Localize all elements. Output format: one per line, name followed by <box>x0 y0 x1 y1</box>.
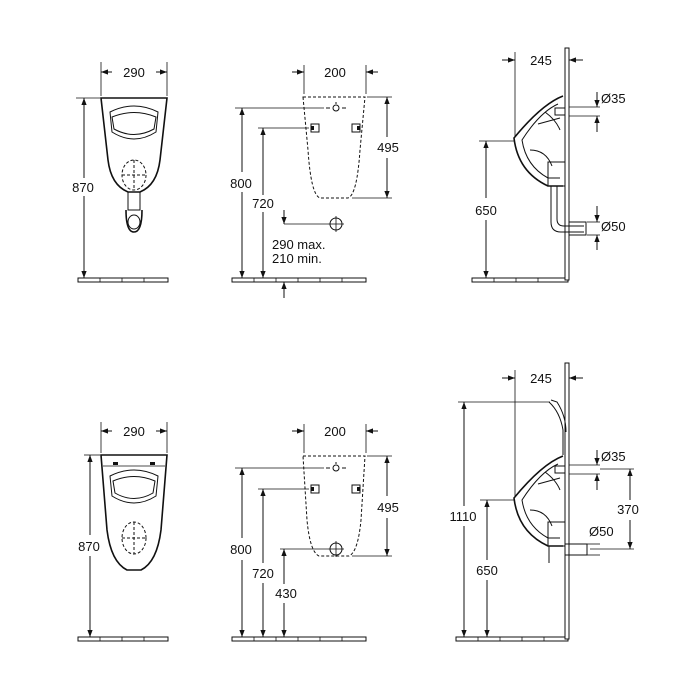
bottom-rear-view: 200 495 800 720 <box>230 424 399 642</box>
wall <box>564 47 570 281</box>
inlet-diameter-dimension: Ø35 <box>569 449 626 490</box>
rear-width-label: 200 <box>324 65 346 80</box>
floor-line <box>471 277 569 283</box>
bottom-side-view: 245 1110 650 Ø35 <box>450 362 639 642</box>
top-side-view: 245 Ø35 Ø50 650 <box>471 47 626 283</box>
mount-720-label: 720 <box>252 196 274 211</box>
front-width-dimension: 290 <box>100 422 168 453</box>
top-front-view: 290 870 <box>72 62 169 283</box>
floor-line <box>231 636 367 642</box>
urinal-front-outline <box>100 97 168 233</box>
front-width-label: 290 <box>123 65 145 80</box>
rear-height-label: 495 <box>377 500 399 515</box>
side-depth-dimension: 245 <box>502 370 583 496</box>
outlet-diameter-label: Ø50 <box>589 524 614 539</box>
rim-height-label: 650 <box>475 203 497 218</box>
top-row: 290 870 <box>72 47 626 298</box>
floor-line <box>231 277 367 283</box>
mount-800-label: 800 <box>230 542 252 557</box>
front-height-label: 870 <box>78 539 100 554</box>
drain-min-label: 210 min. <box>272 251 322 266</box>
front-width-dimension: 290 <box>100 62 168 96</box>
drain-range-dimension: 290 max. 210 min. <box>272 210 328 298</box>
mount-720-dimension: 720 <box>252 127 309 278</box>
bottom-row: 290 870 <box>77 362 639 642</box>
total-height-label: 1110 <box>450 509 477 524</box>
top-rear-view: 200 495 800 720 <box>230 65 399 298</box>
floor-line <box>455 636 569 642</box>
rear-width-dimension: 200 <box>292 424 378 453</box>
front-width-label: 290 <box>123 424 145 439</box>
floor-line <box>77 277 169 283</box>
mount-800-dimension: 800 <box>230 467 324 637</box>
rear-height-label: 495 <box>377 140 399 155</box>
outlet-diameter-dimension: Ø50 <box>587 524 614 556</box>
outlet-diameter-dimension: Ø50 <box>587 206 626 250</box>
rim-height-dimension: 650 <box>475 140 514 278</box>
inlet-diameter-label: Ø35 <box>601 91 626 106</box>
drain-height-label: 430 <box>275 586 297 601</box>
rear-width-label: 200 <box>324 424 346 439</box>
drain-max-label: 290 max. <box>272 237 325 252</box>
inlet-diameter-dimension: Ø35 <box>569 91 626 132</box>
mount-720-dimension: 720 <box>252 488 309 637</box>
bottom-front-view: 290 870 <box>77 422 169 642</box>
urinal-rear-outline <box>302 96 366 232</box>
side-depth-label: 245 <box>530 53 552 68</box>
urinal-front-outline <box>100 454 168 571</box>
side-depth-dimension: 245 <box>502 52 583 136</box>
front-height-dimension: 870 <box>78 454 100 637</box>
drain-height-dimension: 430 <box>275 548 328 637</box>
total-height-dimension: 1110 <box>450 401 550 637</box>
rear-width-dimension: 200 <box>292 65 378 94</box>
rim-height-label: 650 <box>476 563 498 578</box>
wall <box>564 362 570 640</box>
urinal-rear-outline <box>302 455 366 557</box>
rear-height-dimension: 495 <box>352 455 399 557</box>
mount-800-dimension: 800 <box>230 107 324 278</box>
inlet-span-label: 370 <box>617 502 639 517</box>
rear-height-dimension: 495 <box>352 96 399 199</box>
side-depth-label: 245 <box>530 371 552 386</box>
rim-height-dimension: 650 <box>476 499 514 637</box>
mount-800-label: 800 <box>230 176 252 191</box>
urinal-side-outline <box>513 399 588 563</box>
front-height-label: 870 <box>72 180 94 195</box>
mount-720-label: 720 <box>252 566 274 581</box>
floor-line <box>77 636 169 642</box>
inlet-diameter-label: Ø35 <box>601 449 626 464</box>
urinal-side-outline <box>513 95 587 236</box>
outlet-diameter-label: Ø50 <box>601 219 626 234</box>
inlet-span-dimension: 370 <box>590 468 639 550</box>
front-height-dimension: 870 <box>72 97 100 278</box>
